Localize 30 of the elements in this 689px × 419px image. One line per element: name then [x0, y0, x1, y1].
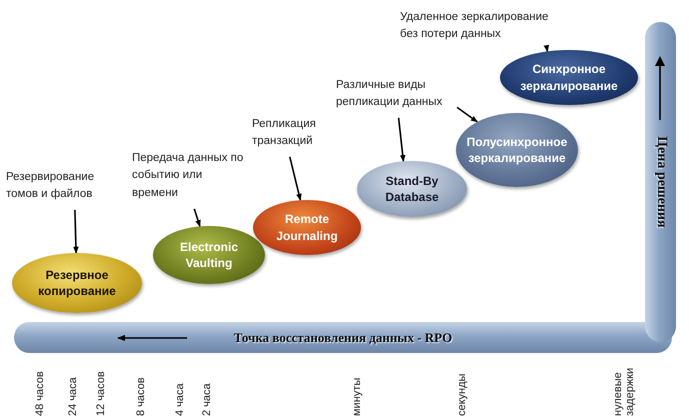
arrow — [289, 156, 302, 201]
axis-title: Точка восстановления данных - RPO — [234, 330, 452, 346]
scale-label: нулевые задержки — [612, 366, 636, 416]
process-ellipse: Remote Journaling — [253, 200, 361, 255]
scale-label: 24 часа — [67, 377, 80, 416]
scale-label: минуты — [351, 378, 364, 416]
arrow — [398, 118, 406, 162]
scale-label: 48 часов — [34, 371, 46, 416]
annotation-text: Резервирование томов и файлов — [6, 166, 116, 206]
process-ellipse: Electronic Vaulting — [153, 226, 265, 284]
arrow — [73, 210, 79, 254]
annotation-text: Удаленное зеркалирование без потери данных — [400, 6, 550, 46]
axis-title: Цена решения — [652, 136, 668, 228]
scale-label: 4 часа — [174, 383, 186, 416]
scale-label: секунды — [456, 374, 468, 416]
scale-label: 12 часов — [95, 371, 108, 416]
axis-band — [14, 322, 672, 353]
process-ellipse: Полусинхронное зеркалирование — [456, 113, 578, 187]
axis-band — [645, 22, 676, 342]
process-ellipse: Синхронное зеркалирование — [500, 50, 638, 105]
arrow — [194, 208, 201, 228]
annotation-text: Репликация транзакций — [252, 113, 332, 153]
arrow — [456, 106, 478, 123]
arrow — [544, 44, 550, 52]
scale-label: 8 часов — [135, 377, 148, 416]
process-ellipse: Резервное копирование — [12, 253, 142, 313]
annotation-text: Различные виды репликации данных — [336, 74, 456, 114]
scale-label: 2 часа — [201, 383, 214, 416]
annotation-text: Передача данных по событию или времени — [132, 146, 244, 206]
process-ellipse: Stand-By Database — [357, 161, 467, 217]
